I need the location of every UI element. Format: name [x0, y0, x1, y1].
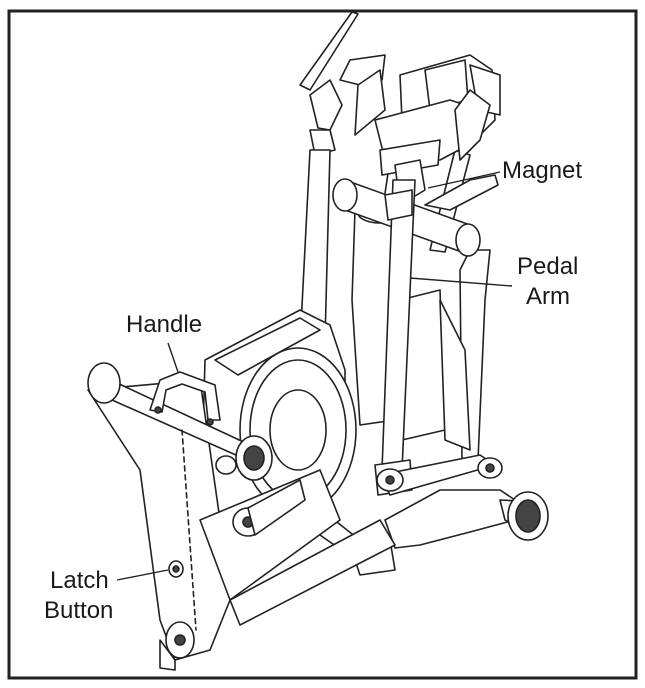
rear-stabilizer [384, 489, 549, 549]
latch-button-leader [116, 569, 169, 581]
label-magnet: Magnet [502, 157, 583, 184]
front-stabilizer [87, 362, 273, 481]
lower-pivot [232, 479, 306, 537]
latch-button-part [168, 429, 197, 631]
handle-leader [167, 342, 179, 373]
label-latch-button-line2: Button [44, 597, 114, 624]
diagram-frame [7, 9, 638, 680]
carry-handle [149, 371, 221, 426]
pedal-arm-leader [409, 277, 513, 287]
front-base [87, 379, 396, 671]
label-pedal-arm-line1: Pedal [517, 253, 579, 280]
magnet-leader [427, 171, 501, 189]
label-latch-button-line1: Latch [50, 567, 109, 594]
label-pedal-arm-line2: Arm [526, 283, 570, 310]
label-handle: Handle [126, 311, 203, 338]
pedal-arm-rear [376, 454, 503, 496]
